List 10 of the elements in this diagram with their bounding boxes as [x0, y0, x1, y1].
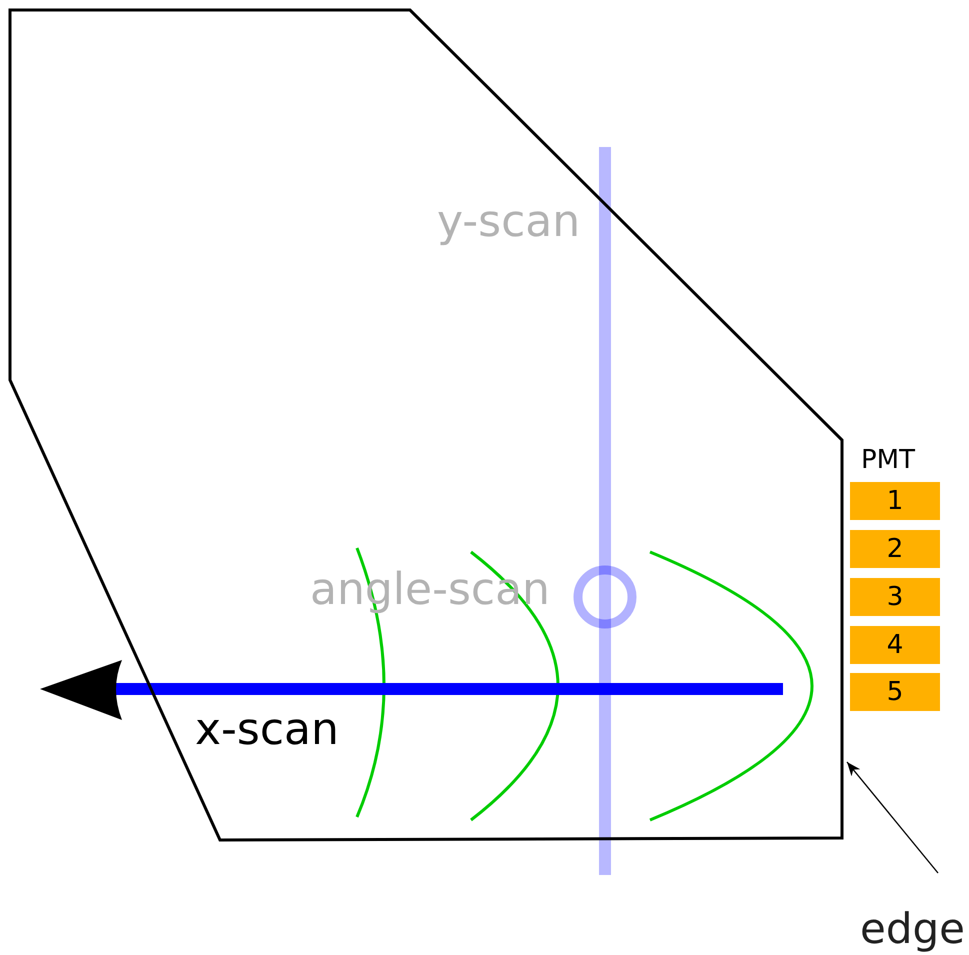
pmt-box: 1: [850, 482, 940, 520]
callout-label: edge: [860, 908, 965, 950]
pmt-box: 2: [850, 530, 940, 568]
scan-label: x-scan: [195, 708, 339, 752]
group-heading: PMT: [861, 445, 915, 475]
pmt-box: 5: [850, 673, 940, 711]
pmt-box: 3: [850, 578, 940, 616]
pmt-box: 4: [850, 626, 940, 664]
scan-label: y-scan: [437, 200, 580, 244]
leader-line: [846, 762, 938, 874]
